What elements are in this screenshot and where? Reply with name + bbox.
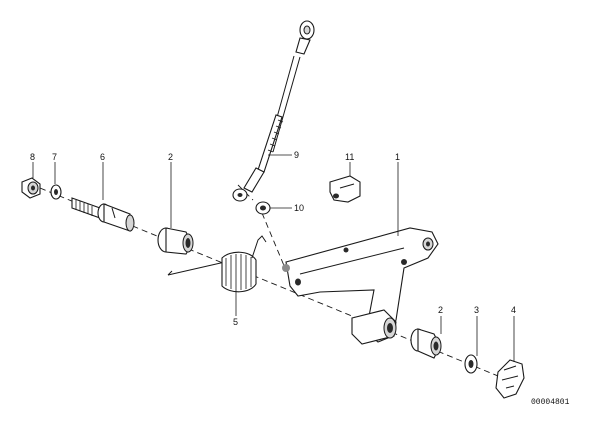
callout-5: 5 <box>233 317 238 327</box>
callout-2-right: 2 <box>438 305 443 315</box>
bracket-part-1[interactable] <box>282 227 439 345</box>
callout-8: 8 <box>30 152 35 162</box>
spring-part-5[interactable] <box>167 235 267 293</box>
callout-labels: 8 7 6 2 9 11 1 10 5 2 3 4 <box>30 150 516 327</box>
washer-part-10[interactable] <box>255 201 271 215</box>
callout-2-left: 2 <box>168 152 173 162</box>
callout-7: 7 <box>52 152 57 162</box>
bushing-part-2-right[interactable] <box>410 328 442 359</box>
callout-1: 1 <box>395 152 400 162</box>
document-id: 00004801 <box>531 398 570 407</box>
callout-11: 11 <box>345 152 354 162</box>
rod-part-9[interactable] <box>232 20 315 202</box>
callout-9: 9 <box>294 150 299 160</box>
callout-4: 4 <box>511 305 516 315</box>
callout-6: 6 <box>100 152 105 162</box>
clip-part-4[interactable] <box>495 359 525 399</box>
bushing-part-2-left[interactable] <box>157 227 194 255</box>
washer-part-3[interactable] <box>464 354 478 374</box>
nut-part-8[interactable] <box>21 177 41 199</box>
leader-lines <box>32 154 515 362</box>
clip-part-11[interactable] <box>329 175 361 203</box>
callout-3: 3 <box>474 305 479 315</box>
callout-10: 10 <box>294 203 304 213</box>
washer-part-7[interactable] <box>50 184 62 200</box>
pin-part-6[interactable] <box>71 197 135 232</box>
